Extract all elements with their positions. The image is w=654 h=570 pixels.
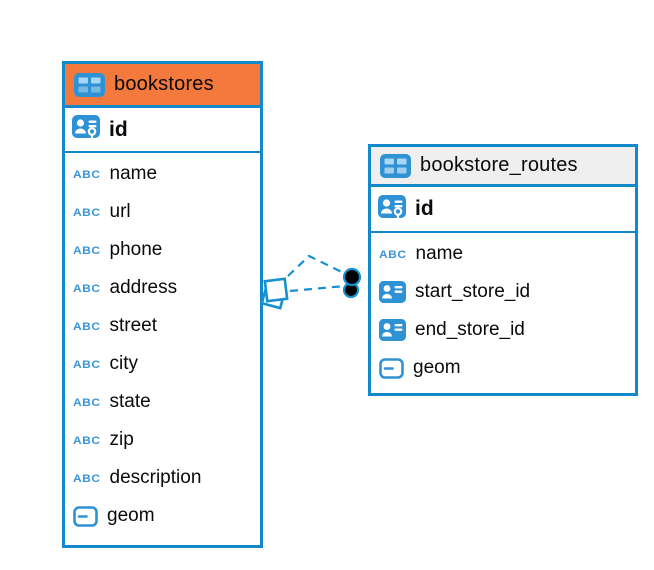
column-row[interactable]: ABC phone	[65, 231, 260, 269]
primary-key-row[interactable]: id	[65, 108, 260, 153]
primary-key-user-key-icon	[72, 115, 101, 144]
column-row[interactable]: ABC url	[65, 193, 260, 231]
text-type-icon: ABC	[73, 205, 101, 219]
column-row[interactable]: ABC name	[65, 155, 260, 193]
text-type-icon: ABC	[379, 247, 407, 261]
column-name: name	[415, 243, 464, 264]
table-bookstore-routes-header[interactable]: bookstore_routes	[371, 147, 635, 187]
table-icon	[380, 153, 411, 178]
text-type-icon: ABC	[73, 319, 101, 333]
table-bookstores[interactable]: bookstores id ABC name	[62, 61, 263, 548]
column-name: city	[109, 353, 139, 374]
relationship-line-end-store	[289, 284, 346, 293]
column-name: start_store_id	[415, 281, 531, 302]
column-row[interactable]: start_store_id	[371, 273, 635, 311]
column-row[interactable]: ABC state	[65, 383, 260, 421]
column-row[interactable]: ABC address	[65, 269, 260, 307]
reference-id-badge-icon	[379, 281, 406, 303]
text-type-icon: ABC	[73, 281, 101, 295]
column-name: description	[109, 467, 202, 488]
table-title: bookstore_routes	[420, 154, 578, 176]
column-name: phone	[109, 239, 163, 260]
column-name: url	[109, 201, 131, 222]
primary-key-user-key-icon	[378, 194, 407, 224]
table-icon	[74, 72, 105, 97]
column-name: end_store_id	[415, 319, 525, 340]
primary-key-name: id	[109, 117, 128, 141]
column-name: geom	[107, 505, 155, 526]
column-name: name	[109, 163, 158, 184]
column-row[interactable]: end_store_id	[371, 311, 635, 349]
column-row[interactable]: geom	[65, 497, 260, 535]
text-type-icon: ABC	[73, 471, 101, 485]
column-row[interactable]: ABC name	[371, 235, 635, 273]
column-name: street	[109, 315, 158, 336]
column-row[interactable]: ABC description	[65, 459, 260, 497]
column-name: address	[109, 277, 178, 298]
text-type-icon: ABC	[73, 395, 101, 409]
primary-key-name: id	[415, 197, 434, 220]
text-type-icon: ABC	[73, 357, 101, 371]
text-type-icon: ABC	[73, 433, 101, 447]
column-name: geom	[413, 357, 461, 378]
relationship-many-marker	[260, 277, 289, 310]
reference-id-badge-icon	[379, 319, 406, 341]
table-bookstore-routes[interactable]: bookstore_routes id ABC name	[368, 144, 638, 396]
column-row[interactable]: ABC street	[65, 307, 260, 345]
geometry-type-icon	[379, 357, 404, 379]
column-rows: ABC name start_store_id	[371, 233, 635, 391]
text-type-icon: ABC	[73, 167, 101, 181]
column-row[interactable]: geom	[371, 349, 635, 387]
table-bookstores-header[interactable]: bookstores	[65, 64, 260, 108]
table-title: bookstores	[114, 73, 214, 95]
relationship-line-start-store	[287, 254, 349, 277]
relationship-one-marker	[342, 267, 362, 299]
column-name: zip	[109, 429, 134, 450]
primary-key-row[interactable]: id	[371, 187, 635, 233]
text-type-icon: ABC	[73, 243, 101, 257]
column-rows: ABC name ABC url ABC phone ABC address A…	[65, 153, 260, 545]
column-name: state	[109, 391, 151, 412]
column-row[interactable]: ABC city	[65, 345, 260, 383]
column-row[interactable]: ABC zip	[65, 421, 260, 459]
geometry-type-icon	[73, 505, 98, 527]
